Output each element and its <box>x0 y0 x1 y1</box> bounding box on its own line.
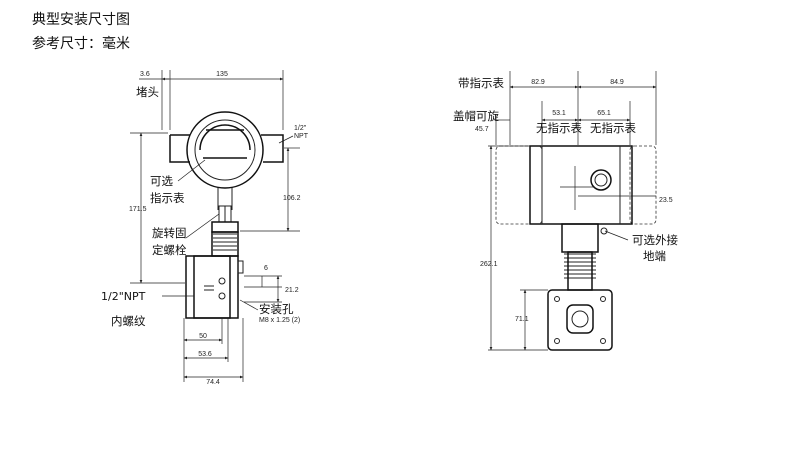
right-neck <box>561 223 608 291</box>
dim-65-1: 65.1 <box>597 110 611 117</box>
right-view: 82.9 84.9 53.1 65.1 45.7 23.5 262.1 71.1… <box>453 71 678 351</box>
dim-171-5: 171.5 <box>129 206 147 213</box>
label-indicator: 指示表 <box>150 191 185 205</box>
dim-21-2: 21.2 <box>285 287 299 294</box>
right-housing <box>529 145 633 225</box>
bolt-spec: M8 x 1.25 (2) <box>259 317 300 324</box>
label-with-indicator: 带指示表 <box>458 76 504 90</box>
dim-71-1: 71.1 <box>515 316 529 323</box>
label-no-indicator-1: 无指示表 <box>536 121 582 135</box>
dim-82-9: 82.9 <box>531 79 545 86</box>
label-mount-hole: 安装孔 <box>259 302 294 316</box>
label-plug: 堵头 <box>136 85 159 99</box>
dim-262-1: 262.1 <box>480 261 498 268</box>
label-rotate: 旋转固 <box>152 226 187 240</box>
dim-53-1: 53.1 <box>552 110 566 117</box>
threaded-coupling <box>211 221 239 257</box>
dim-3-6: 3.6 <box>140 71 150 78</box>
label-thread: 内螺纹 <box>111 314 146 328</box>
dim-106-2: 106.2 <box>283 195 301 202</box>
right-flange <box>547 289 613 351</box>
label-npt: 1/2"NPT <box>101 290 146 303</box>
dim-45-7: 45.7 <box>475 126 489 133</box>
dim-53-6: 53.6 <box>198 351 212 358</box>
page-subtitle: 参考尺寸：毫米 <box>32 36 130 52</box>
transmitter-housing <box>169 111 284 210</box>
dim-npt-half: 1/2" <box>294 125 307 132</box>
label-optional-ground: 可选外接 <box>632 233 678 247</box>
label-ground-end: 地端 <box>643 249 666 263</box>
dim-6: 6 <box>264 265 268 272</box>
page-title: 典型安装尺寸图 <box>32 12 130 28</box>
label-bolt: 定螺栓 <box>152 243 187 257</box>
dim-npt-word: NPT <box>294 133 309 140</box>
rotate-bolt <box>218 205 232 223</box>
left-view: 3.6 135 1/2" NPT 171.5 106.2 6 21.2 50 5… <box>101 70 309 386</box>
label-optional: 可选 <box>150 174 173 188</box>
dim-23-5: 23.5 <box>659 197 673 204</box>
dim-84-9: 84.9 <box>610 79 624 86</box>
label-cap-rotatable: 盖帽可旋 <box>453 109 499 123</box>
dim-135: 135 <box>216 71 228 78</box>
sensor-flange <box>185 255 244 319</box>
dim-74-4: 74.4 <box>206 379 220 386</box>
label-no-indicator-2: 无指示表 <box>590 121 636 135</box>
dim-50: 50 <box>199 333 207 340</box>
